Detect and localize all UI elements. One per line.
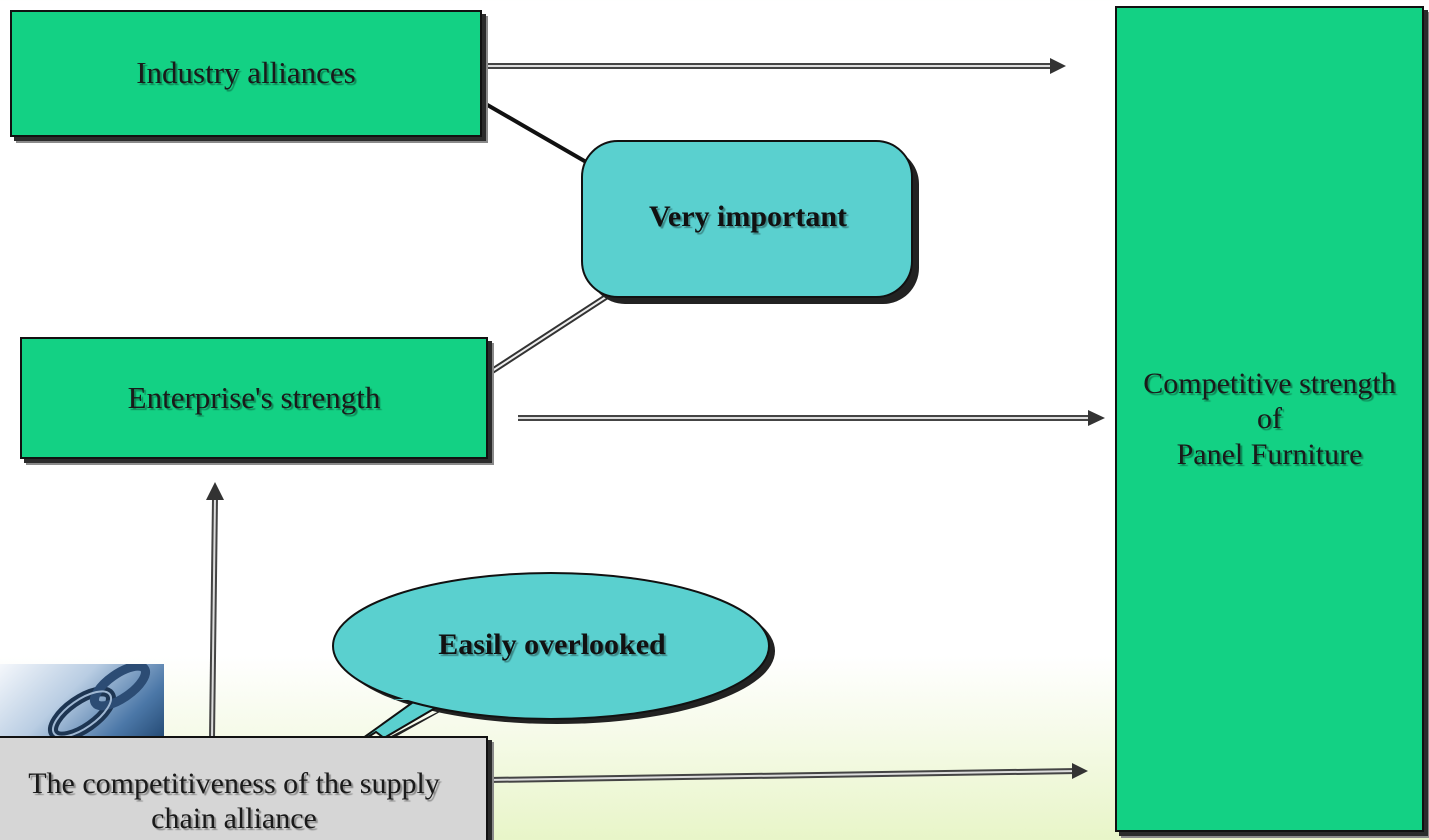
callout-easily-overlooked [332,572,775,760]
node-supply-chain-label: The competitiveness of the supply chain … [28,767,440,836]
callout-very-important [581,140,919,304]
chain-link-icon [48,664,151,742]
node-industry-alliances-label: Industry alliances [136,55,356,91]
arrow-industry-to-competitive [484,58,1066,74]
connector-industry-to-callout [482,101,602,172]
arrow-supply-to-competitive [487,763,1088,783]
chain-link-logo [0,664,164,744]
node-supply-chain-competitiveness: The competitiveness of the supply chain … [0,736,488,840]
arrow-supply-to-enterprise [206,482,224,739]
node-enterprise-strength-label: Enterprise's strength [127,379,381,415]
node-competitive-strength: Competitive strength of Panel Furniture [1115,6,1424,832]
connector-enterprise-to-callout [484,290,614,378]
arrow-enterprise-to-competitive [518,410,1105,426]
callout-easily-overlooked-label: Easily overlooked [438,628,666,661]
callout-very-important-label: Very important [648,200,848,233]
node-industry-alliances: Industry alliances [10,10,482,137]
node-enterprise-strength: Enterprise's strength [20,337,488,459]
node-competitive-strength-label: Competitive strength of Panel Furniture [1143,366,1396,471]
